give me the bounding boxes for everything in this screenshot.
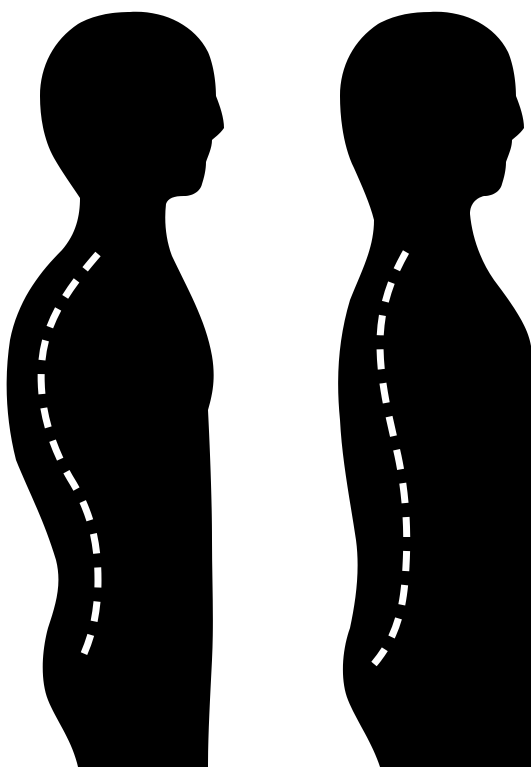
silhouette-right-body bbox=[338, 12, 531, 767]
silhouette-right-figure bbox=[338, 12, 531, 767]
